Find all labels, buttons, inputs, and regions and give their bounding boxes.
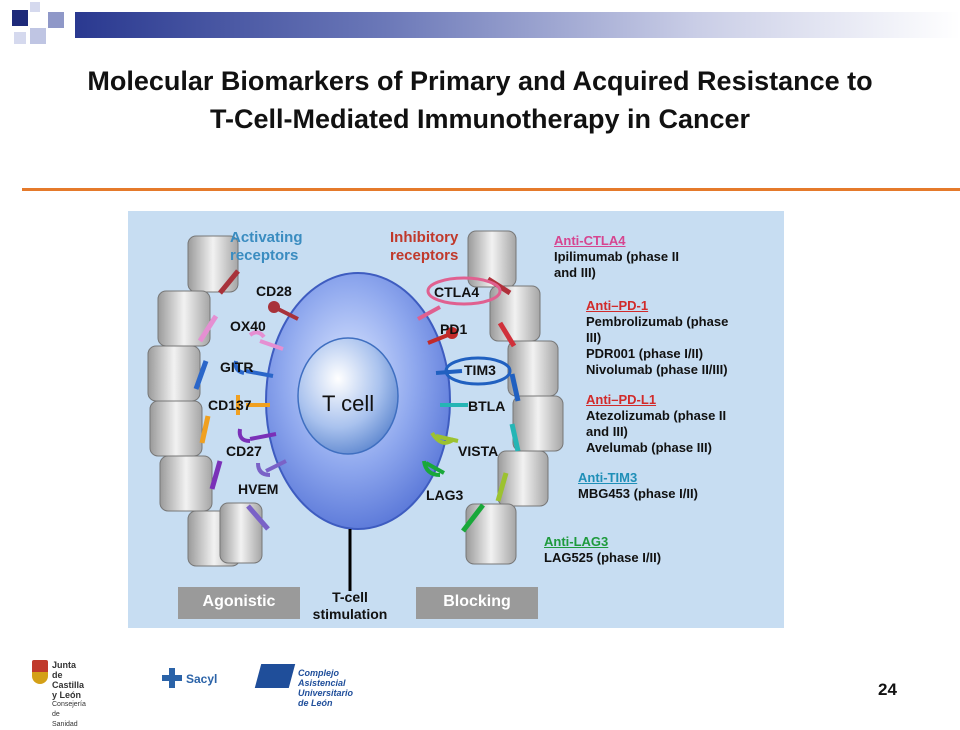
label-cd27: CD27 [226,443,262,459]
agonistic-box [178,587,300,619]
junta-line: Castilla y León [52,680,85,700]
agonistic-label: Agonistic [202,593,276,610]
sacyl-cross-icon [162,668,182,688]
drug-group-pd1: Anti–PD-1 Pembrolizumab (phase III) PDR0… [586,298,728,378]
drug-line: Nivolumab (phase II/III) [586,362,728,377]
drug-line: MBG453 (phase I/II) [578,486,698,501]
drug-header-pdl1: Anti–PD-L1 [586,392,657,407]
inhibitory-receptor-glyphs [417,276,512,477]
drug-line: PDR001 (phase I/II) [586,346,704,361]
header-square-dark [12,10,28,26]
left-ligands [193,269,270,531]
drug-header-ctla4: Anti-CTLA4 [554,233,626,248]
label-hvem: HVEM [238,481,279,497]
immunotherapy-diagram: Activating receptors Inhibitory receptor… [128,211,784,628]
label-cd137: CD137 [208,397,252,413]
inhibitory-header: Inhibitory receptors [390,229,459,264]
sacyl-text: Sacyl [186,672,218,686]
hospital-h-icon [254,664,296,688]
drug-line: Avelumab (phase III) [586,440,712,455]
crest-icon [32,660,48,684]
header-square-light [14,32,26,44]
drug-line: Pembrolizumab (phase [586,314,729,329]
stimulation-label: T-cell stimulation [312,589,388,622]
drug-line: III) [586,330,602,345]
header-square-light [30,2,40,12]
drug-group-ctla4: Anti-CTLA4 Ipilimumab (phase II and III) [554,233,679,281]
title-divider [22,188,960,191]
label-ox40: OX40 [230,318,266,334]
label-pd1: PD1 [440,321,468,337]
complejo-line: Universitario de León [298,688,354,708]
label-tim3: TIM3 [464,362,496,378]
header-square-light [30,28,46,44]
label-lag3: LAG3 [426,487,464,503]
activating-receptor-glyphs [233,301,299,477]
drug-group-tim3: Anti-TIM3 MBG453 (phase I/II) [578,470,698,502]
junta-line: Consejería de Sanidad [52,701,86,728]
junta-line: Junta de [52,660,77,680]
blocking-box [416,587,538,619]
t-cell-nucleus [297,337,399,455]
drug-header-lag3: Anti-LAG3 [544,534,609,549]
t-cell-label: T cell [322,391,375,416]
blocking-label: Blocking [443,593,511,610]
right-membrane-proteins [465,230,564,565]
label-gitr: GITR [220,359,254,375]
label-cd28: CD28 [256,283,292,299]
page-number: 24 [878,680,897,699]
slide-title: Molecular Biomarkers of Primary and Acqu… [87,66,873,134]
complejo-line: Complejo Asistencial [298,668,346,688]
diagram-graphics [147,230,564,619]
label-vista: VISTA [458,443,499,459]
drug-line: and III) [586,424,628,439]
drug-header-tim3: Anti-TIM3 [578,470,638,485]
header-square-light [48,12,64,28]
drug-group-pdl1: Anti–PD-L1 Atezolizumab (phase II and II… [586,392,726,456]
drug-line: and III) [554,265,596,280]
drug-line: LAG525 (phase I/II) [544,550,662,565]
label-btla: BTLA [468,398,506,414]
drug-group-lag3: Anti-LAG3 LAG525 (phase I/II) [544,534,661,566]
activating-header: Activating receptors [230,229,303,264]
header-gradient-bar [75,12,960,38]
drug-line: Ipilimumab (phase II [554,249,679,264]
drug-header-pd1: Anti–PD-1 [586,298,649,313]
drug-line: Atezolizumab (phase II [586,408,727,423]
left-membrane-proteins [147,235,263,567]
label-ctla4: CTLA4 [434,284,480,300]
complejo-text: Complejo Asistencial Universitario de Le… [298,668,353,708]
